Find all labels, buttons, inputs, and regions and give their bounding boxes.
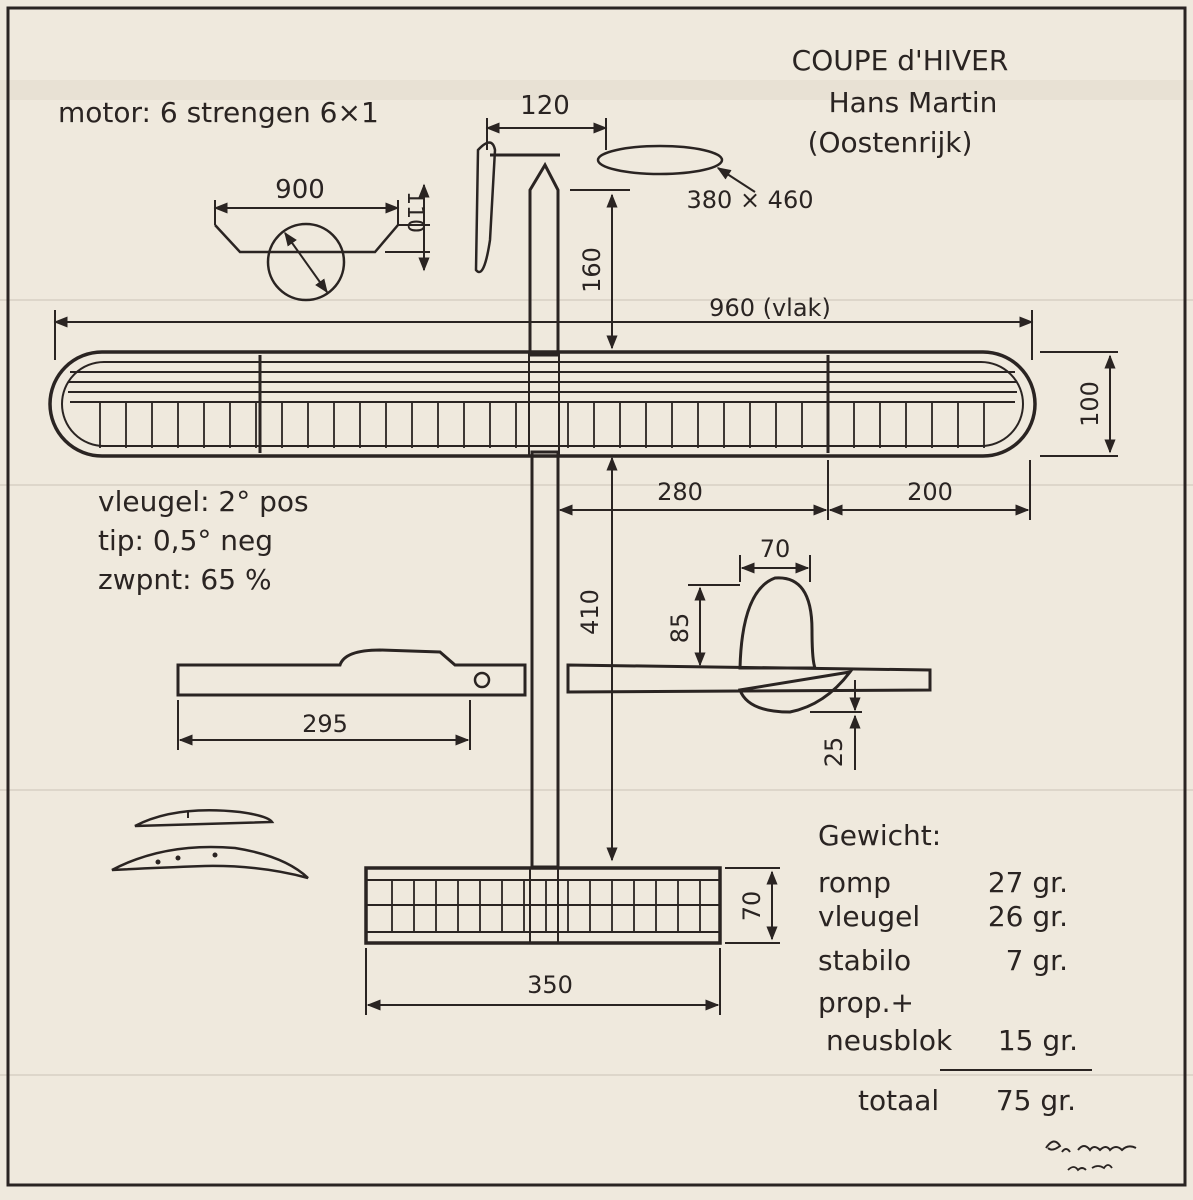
prop-offset-label: 110 — [402, 191, 427, 233]
weight-label: prop.+ — [818, 986, 914, 1019]
wing-tip-note: tip: 0,5° neg — [98, 524, 273, 557]
fuselage-side-view-tail — [566, 555, 932, 770]
weight-value: 15 gr. — [998, 1024, 1078, 1057]
stab-span-label: 350 — [527, 971, 573, 999]
side-length-label: 295 — [302, 710, 348, 738]
fin-height-label: 85 — [666, 613, 694, 644]
fin-below-label: 25 — [820, 737, 848, 768]
fuselage-length-label: 410 — [576, 589, 604, 635]
propeller-blade-view — [474, 118, 756, 274]
wing-incidence-note: vleugel: 2° pos — [98, 485, 309, 518]
motor-note: motor: 6 strengen 6×1 — [58, 96, 379, 129]
wing-span-label: 960 (vlak) — [709, 294, 831, 322]
fuselage-side-view-front — [176, 648, 527, 750]
prop-diameter-label: 900 — [275, 175, 325, 205]
stab-chord-label: 70 — [738, 891, 766, 922]
signature — [1045, 1140, 1137, 1172]
wing-tip-panel-label: 200 — [907, 478, 953, 506]
wing-center-panel-label: 280 — [657, 478, 703, 506]
stabilizer-dimensions — [365, 867, 780, 1015]
weights-heading: Gewicht: — [818, 819, 941, 852]
weights-table: Gewicht: romp 27 gr. vleugel 26 gr. stab… — [818, 819, 1092, 1117]
wing-span-dimension — [53, 310, 1034, 360]
stabilizer — [364, 866, 722, 945]
weight-label: stabilo — [818, 944, 911, 977]
cg-note: zwpnt: 65 % — [98, 563, 272, 596]
nose-length-label: 160 — [578, 247, 606, 293]
designer-name: Hans Martin — [829, 86, 998, 119]
designer-country: (Oostenrijk) — [808, 126, 973, 159]
wing-chord-dimension — [1040, 351, 1118, 457]
plan-title: COUPE d'HIVER — [792, 44, 1009, 77]
drawing-frame — [6, 6, 1187, 1187]
airfoil-sections — [111, 809, 309, 880]
weight-value: 7 gr. — [1006, 944, 1068, 977]
propeller-front-view — [213, 183, 430, 302]
wing-chord-label: 100 — [1076, 381, 1104, 427]
weight-label: romp — [818, 866, 891, 899]
wing — [48, 350, 1037, 458]
fin-chord-label: 70 — [760, 535, 791, 563]
weight-value: 26 gr. — [988, 900, 1068, 933]
weight-value: 27 gr. — [988, 866, 1068, 899]
weight-label: neusblok — [826, 1024, 953, 1057]
total-value: 75 gr. — [996, 1084, 1076, 1117]
weight-label: vleugel — [818, 900, 920, 933]
prop-blade-label: 380 × 460 — [687, 186, 814, 214]
total-label: totaal — [858, 1084, 939, 1117]
prop-width-label: 120 — [520, 91, 570, 121]
bleed-through-texture — [0, 80, 1193, 1076]
